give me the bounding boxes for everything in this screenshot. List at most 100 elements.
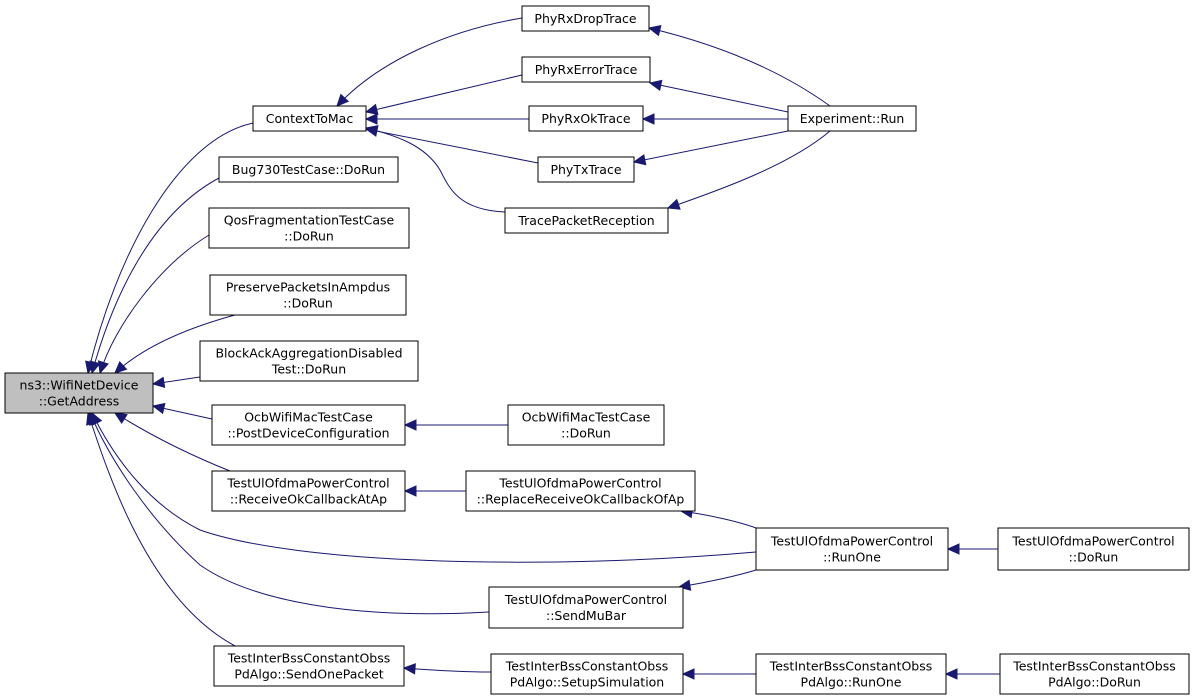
node-label: TestInterBssConstantObss	[769, 659, 933, 674]
edge-arrowhead	[364, 113, 378, 125]
node-box	[208, 207, 410, 249]
edge-n14-to-n12	[632, 130, 789, 166]
node-label: PhyRxDropTrace	[534, 11, 636, 26]
graph-node-n20[interactable]: TestInterBssConstantObssPdAlgo::SetupSim…	[490, 653, 684, 695]
graph-node-n13[interactable]: TracePacketReception	[504, 207, 669, 234]
edge-arrowhead	[114, 360, 128, 374]
node-label: PhyRxErrorTrace	[535, 62, 638, 77]
graph-node-n1[interactable]: ContextToMac	[252, 105, 367, 132]
node-box	[528, 105, 644, 132]
edge-line	[336, 17, 523, 107]
graph-node-n8[interactable]: TestInterBssConstantObssPdAlgo::SendOneP…	[213, 645, 405, 687]
edge-line	[365, 74, 523, 113]
edge-arrowhead	[946, 543, 960, 555]
node-label: TestUlOfdmaPowerControl	[504, 592, 667, 607]
edge-arrowhead	[403, 485, 417, 497]
node-box	[507, 404, 665, 446]
edge-n14-to-n9	[647, 25, 831, 107]
node-label: ::DoRun	[1069, 550, 1119, 565]
graph-node-n19[interactable]: TestUlOfdmaPowerControl::SendMuBar	[488, 586, 684, 629]
edge-arrowhead	[151, 376, 166, 389]
edge-n15-to-n6	[403, 419, 508, 431]
edge-line	[365, 128, 539, 164]
edge-arrowhead	[402, 663, 416, 675]
edge-line	[114, 314, 236, 374]
node-label: Experiment::Run	[800, 111, 905, 126]
node-label: ::DoRun	[284, 229, 334, 244]
node-label: TestInterBssConstantObss	[227, 651, 391, 666]
node-box	[211, 404, 406, 446]
graph-node-n12[interactable]: PhyTxTrace	[537, 156, 635, 183]
edge-n2-to-n0	[89, 177, 220, 375]
edge-line	[649, 82, 789, 113]
graph-node-n10[interactable]: PhyRxErrorTrace	[521, 56, 651, 83]
edge-arrowhead	[632, 154, 647, 166]
node-label: PdAlgo::SendOnePacket	[234, 667, 383, 682]
node-box	[488, 586, 684, 629]
node-label: Bug730TestCase::DoRun	[232, 162, 385, 177]
node-label: ::DoRun	[283, 296, 333, 311]
node-box	[997, 527, 1190, 571]
graph-node-n6[interactable]: OcbWifiMacTestCase::PostDeviceConfigurat…	[211, 404, 406, 446]
graph-node-n4[interactable]: PreservePacketsInAmpdus::DoRun	[209, 274, 407, 316]
edge-arrowhead	[647, 25, 662, 37]
node-box	[755, 653, 947, 695]
graph-node-n3[interactable]: QosFragmentationTestCase::DoRun	[208, 207, 410, 249]
graph-node-n16[interactable]: TestUlOfdmaPowerControl::ReplaceReceiveO…	[465, 470, 696, 512]
node-label: PhyRxOkTrace	[541, 111, 630, 126]
node-label: PdAlgo::DoRun	[1048, 675, 1141, 690]
node-box	[999, 653, 1190, 695]
graph-node-n14[interactable]: Experiment::Run	[787, 105, 917, 132]
graph-node-n9[interactable]: PhyRxDropTrace	[521, 5, 650, 32]
node-box	[537, 156, 635, 183]
edge-arrowhead	[113, 412, 128, 425]
node-box	[465, 470, 696, 512]
graph-node-n15[interactable]: OcbWifiMacTestCase::DoRun	[507, 404, 665, 446]
graph-node-n17[interactable]: TestUlOfdmaPowerControl::RunOne	[755, 527, 949, 571]
edge-arrowhead	[944, 668, 958, 680]
edge-line	[667, 130, 831, 209]
node-box	[252, 105, 367, 132]
edge-arrowhead	[681, 668, 695, 680]
edge-n8-to-n0	[86, 411, 236, 647]
node-label: TestUlOfdmaPowerControl	[1011, 534, 1174, 549]
graph-node-n2[interactable]: Bug730TestCase::DoRun	[218, 156, 399, 183]
node-label: ns3::WifiNetDevice	[20, 378, 139, 393]
node-label: TestUlOfdmaPowerControl	[498, 476, 661, 491]
edge-line	[648, 27, 831, 107]
edge-n11-to-n1	[364, 113, 529, 125]
node-label: TracePacketReception	[517, 213, 654, 228]
node-label: TestInterBssConstantObss	[505, 659, 669, 674]
node-label: TestUlOfdmaPowerControl	[770, 534, 933, 549]
node-label: OcbWifiMacTestCase	[244, 410, 373, 425]
edge-n9-to-n1	[336, 17, 523, 107]
edge-arrowhead	[89, 360, 101, 375]
node-label: QosFragmentationTestCase	[224, 213, 395, 228]
node-label: TestUlOfdmaPowerControl	[226, 476, 389, 491]
edge-arrowhead	[364, 103, 379, 115]
node-label: ::PostDeviceConfiguration	[227, 426, 389, 441]
node-box	[521, 5, 650, 32]
edge-n14-to-n13	[666, 130, 831, 210]
root-node-box	[4, 372, 154, 414]
graph-node-n0[interactable]: ns3::WifiNetDevice::GetAddress	[4, 372, 154, 414]
edge-line	[99, 234, 210, 374]
node-label: BlockAckAggregationDisabled	[215, 346, 402, 361]
edge-n22-to-n21	[944, 668, 1000, 680]
edge-n20-to-n8	[402, 663, 492, 675]
graph-node-n18[interactable]: TestUlOfdmaPowerControl::DoRun	[997, 527, 1190, 571]
graph-node-n7[interactable]: TestUlOfdmaPowerControl::ReceiveOkCallba…	[211, 470, 406, 512]
edge-n14-to-n10	[648, 79, 789, 113]
graph-node-n11[interactable]: PhyRxOkTrace	[528, 105, 644, 132]
edge-line	[678, 569, 757, 588]
edge-n14-to-n11	[641, 113, 788, 125]
node-box	[199, 340, 419, 382]
node-box	[787, 105, 917, 132]
edge-n17-to-n19	[677, 569, 757, 591]
node-box	[521, 56, 651, 83]
node-label: PdAlgo::RunOne	[801, 675, 902, 690]
